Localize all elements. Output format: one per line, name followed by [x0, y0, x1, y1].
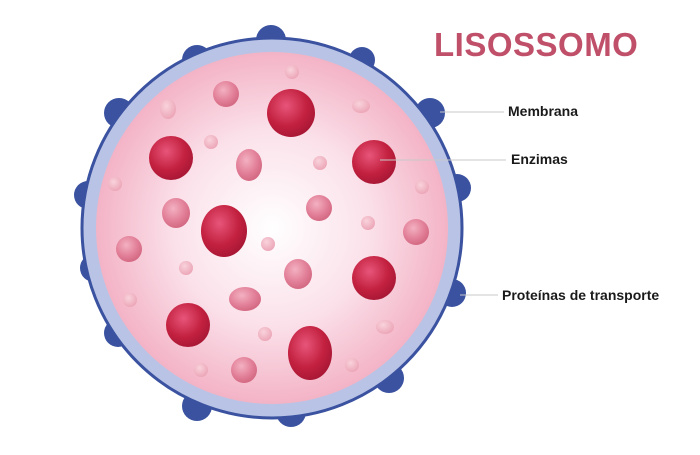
enzyme [288, 326, 332, 380]
enzyme [345, 358, 359, 372]
enzyme [149, 136, 193, 180]
enzyme [352, 99, 370, 113]
enzyme [108, 177, 122, 191]
enzyme [231, 357, 257, 383]
enzyme [376, 320, 394, 334]
enzyme [162, 198, 190, 228]
enzyme [306, 195, 332, 221]
label-membrane: Membrana [508, 103, 579, 119]
label-enzymes: Enzimas [511, 151, 568, 167]
enzyme [415, 180, 429, 194]
enzyme [201, 205, 247, 257]
enzyme [267, 89, 315, 137]
enzyme [179, 261, 193, 275]
enzyme [229, 287, 261, 311]
enzyme [160, 99, 176, 119]
diagram-title: LISOSSOMO [434, 26, 639, 63]
enzyme [194, 363, 208, 377]
enzyme [284, 259, 312, 289]
enzymes [108, 65, 429, 383]
enzyme [403, 219, 429, 245]
label-transport-proteins: Proteínas de transporte [502, 287, 660, 303]
enzyme [352, 256, 396, 300]
enzyme [166, 303, 210, 347]
enzyme [236, 149, 262, 181]
leader-lines [380, 111, 506, 296]
enzyme [261, 237, 275, 251]
enzyme [313, 156, 327, 170]
enzyme [204, 135, 218, 149]
enzyme [213, 81, 239, 107]
enzyme [123, 293, 137, 307]
enzyme [258, 327, 272, 341]
enzyme [116, 236, 142, 262]
enzyme [352, 140, 396, 184]
enzyme [285, 65, 299, 79]
enzyme [361, 216, 375, 230]
